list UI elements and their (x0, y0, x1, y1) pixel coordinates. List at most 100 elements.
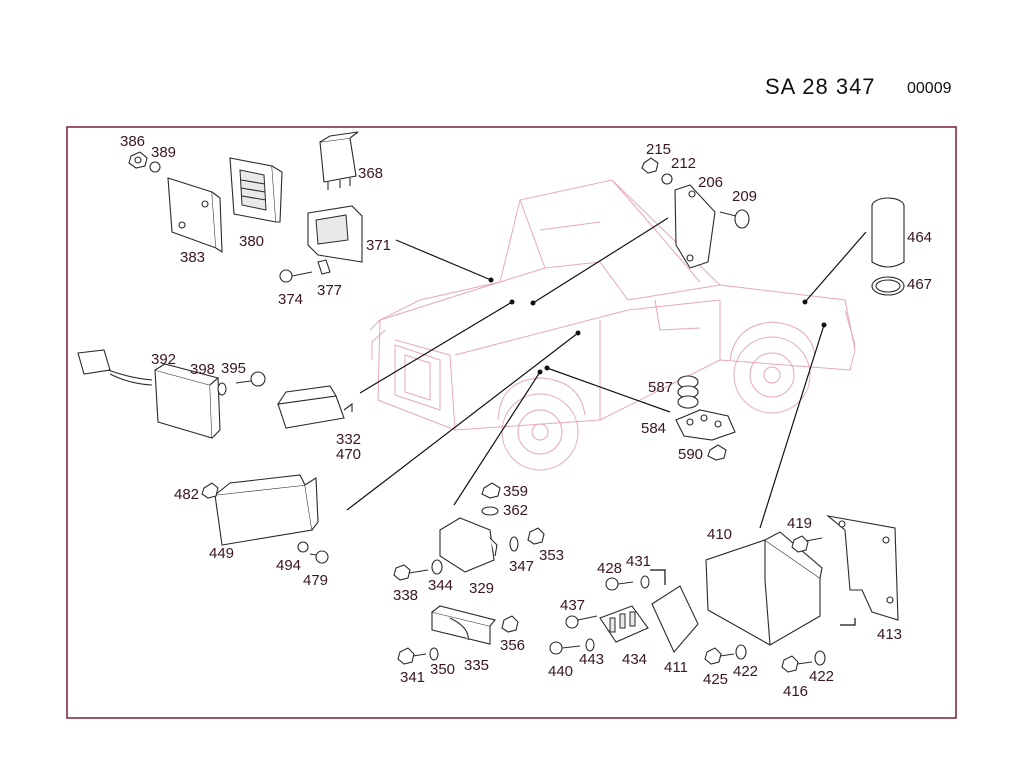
label-392: 392 (151, 351, 176, 368)
label-368: 368 (358, 165, 383, 182)
label-437: 437 (560, 597, 585, 614)
washer-350 (429, 647, 439, 661)
nut-356 (501, 615, 519, 633)
relay-332 (276, 385, 353, 429)
document-header: SA 28 347 00009 (0, 74, 1024, 104)
screw-437 (565, 615, 598, 629)
label-410: 410 (707, 526, 732, 543)
fuse-box-380 (229, 157, 283, 223)
label-206: 206 (698, 174, 723, 191)
bolt-440 (549, 641, 581, 655)
label-209: 209 (732, 188, 757, 205)
nut-386 (128, 151, 148, 169)
label-422-a: 422 (733, 663, 758, 680)
bolt-395 (235, 371, 266, 387)
label-332: 332 (336, 431, 361, 448)
label-482: 482 (174, 486, 199, 503)
control-box-410 (705, 531, 823, 646)
nut-353 (527, 527, 545, 545)
grommet-587 (677, 375, 699, 409)
housing-329 (439, 517, 498, 573)
bolt-341 (397, 647, 427, 665)
control-unit-392 (154, 363, 221, 439)
label-377: 377 (317, 282, 342, 299)
label-494: 494 (276, 557, 301, 574)
terminal-block-434 (599, 605, 649, 643)
fuel-filter-464 (871, 197, 905, 268)
washer-344 (431, 559, 443, 575)
bracket-335 (431, 605, 496, 645)
label-374: 374 (278, 291, 303, 308)
nut-359 (481, 482, 501, 499)
label-389: 389 (151, 144, 176, 161)
clip-377 (317, 259, 331, 275)
nut-215 (641, 157, 659, 174)
nut-590 (707, 444, 727, 461)
label-341: 341 (400, 669, 425, 686)
bolt-425 (704, 647, 735, 665)
connector-584 (675, 409, 736, 441)
washer-443 (585, 638, 595, 652)
washer-431 (640, 575, 650, 589)
relay-holder-371 (307, 205, 363, 263)
washer-347 (509, 536, 519, 552)
washer-389 (149, 161, 161, 173)
relay-bracket-383 (167, 177, 223, 254)
label-386: 386 (120, 133, 145, 150)
screw-479 (309, 550, 329, 564)
label-428: 428 (597, 560, 622, 577)
label-464: 464 (907, 229, 932, 246)
washer-422b (814, 650, 826, 666)
bracket-206 (674, 184, 716, 269)
label-398: 398 (190, 361, 215, 378)
label-431: 431 (626, 553, 651, 570)
label-584: 584 (641, 420, 666, 437)
label-425: 425 (703, 671, 728, 688)
relay-368 (319, 131, 359, 190)
label-362: 362 (503, 502, 528, 519)
label-329: 329 (469, 580, 494, 597)
washer-362 (481, 506, 499, 516)
vehicle-outline (369, 179, 856, 471)
sheet-number: 00009 (907, 80, 952, 97)
label-413: 413 (877, 626, 902, 643)
label-350: 350 (430, 661, 455, 678)
leader-lines (346, 217, 867, 626)
washer-398 (217, 382, 227, 396)
label-212: 212 (671, 155, 696, 172)
label-416: 416 (783, 683, 808, 700)
label-467: 467 (907, 276, 932, 293)
label-380: 380 (239, 233, 264, 250)
bolt-416 (781, 655, 813, 673)
bolt-428 (605, 577, 634, 591)
bolt-338 (393, 564, 429, 581)
label-440: 440 (548, 663, 573, 680)
label-587: 587 (648, 379, 673, 396)
label-470: 470 (336, 446, 361, 463)
bolt-419 (791, 535, 823, 553)
screw-374 (279, 269, 313, 283)
label-347: 347 (509, 558, 534, 575)
wiring-connector-392 (77, 349, 153, 386)
label-215: 215 (646, 141, 671, 158)
label-338: 338 (393, 587, 418, 604)
seal-ring-467 (871, 276, 905, 296)
washer-422a (735, 644, 747, 660)
label-590: 590 (678, 446, 703, 463)
label-419: 419 (787, 515, 812, 532)
washer-212 (661, 173, 673, 185)
label-443: 443 (579, 651, 604, 668)
washer-494 (297, 541, 309, 553)
label-479: 479 (303, 572, 328, 589)
bolt-209 (719, 209, 750, 229)
control-box-449 (214, 474, 319, 546)
label-422-b: 422 (809, 668, 834, 685)
part-labels: 386 389 368 380 383 371 374 377 392 398 … (120, 133, 932, 700)
label-395: 395 (221, 360, 246, 377)
label-383: 383 (180, 249, 205, 266)
nut-482 (201, 482, 219, 499)
label-356: 356 (500, 637, 525, 654)
diagram-frame (66, 126, 957, 719)
label-411: 411 (664, 659, 688, 676)
diagram-code: SA 28 347 (765, 74, 876, 99)
